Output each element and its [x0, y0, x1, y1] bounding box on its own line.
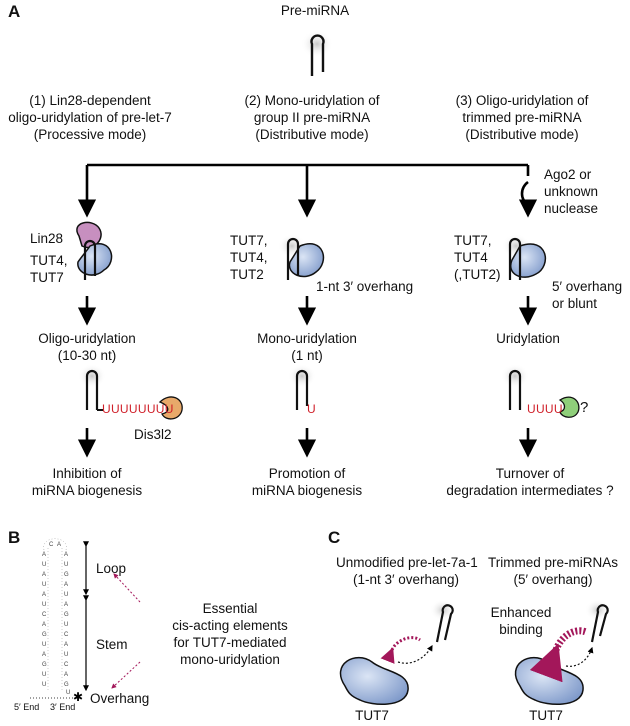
overhang-label: Overhang [90, 691, 150, 706]
svg-text:A: A [42, 652, 46, 658]
svg-text:A: A [57, 542, 61, 548]
col1-process: Oligo-uridylation(10-30 nt) [38, 331, 136, 363]
dis3l2-label: Dis3l2 [134, 427, 172, 442]
svg-text:U: U [64, 592, 68, 598]
svg-text:U: U [64, 562, 68, 568]
svg-text:U: U [64, 622, 68, 628]
lin28-label: Lin28 [30, 231, 64, 246]
svg-text:C: C [49, 542, 54, 548]
svg-text:G: G [64, 612, 69, 618]
svg-text:G: G [64, 572, 69, 578]
svg-text:G: G [64, 682, 69, 688]
svg-text:C: C [64, 632, 69, 638]
svg-text:U: U [66, 690, 70, 696]
svg-text:C: C [64, 662, 69, 668]
tut7-right-icon [514, 656, 584, 705]
panel-label-c: C [328, 528, 341, 547]
svg-text:U: U [42, 582, 46, 588]
mono-uridylated-hairpin-icon [288, 364, 316, 410]
svg-text:A: A [64, 672, 68, 678]
tut-complex-icon-3 [502, 234, 546, 280]
panel-label-a: A [8, 2, 21, 21]
loop-label: Loop [96, 561, 127, 576]
tut7-left-icon [339, 656, 409, 705]
svg-text:U: U [42, 672, 46, 678]
svg-text:A: A [64, 582, 68, 588]
end5-label: 5′ End [14, 702, 40, 712]
lin28-tut-complex-icon [76, 221, 113, 280]
svg-text:U: U [42, 682, 46, 688]
col2-enzymes: TUT7,TUT4,TUT2 [230, 233, 268, 282]
svg-text:A: A [64, 642, 68, 648]
pre-mirna-hairpin-icon [301, 30, 333, 76]
svg-text:U: U [42, 562, 46, 568]
svg-text:G: G [42, 632, 47, 638]
svg-text:C: C [42, 612, 47, 618]
premirna-left-icon [430, 599, 456, 643]
oligo-uridylated-hairpin-icon [78, 364, 106, 411]
col3-process: Uridylation [496, 331, 560, 346]
col3-u-tail: UUUU [527, 402, 563, 416]
col2-u-tail: U [307, 402, 316, 416]
premirna-title: Pre-miRNA [280, 3, 350, 18]
svg-text:U: U [42, 642, 46, 648]
svg-text:A: A [42, 572, 46, 578]
svg-text:✱: ✱ [73, 690, 83, 704]
col2-process: Mono-uridylation(1 nt) [257, 331, 357, 363]
panel-label-b: B [8, 528, 21, 547]
premirna-right-icon [585, 599, 611, 643]
panel-c-right-title: Trimmed pre-miRNAs(5′ overhang) [487, 555, 618, 587]
branch-arrows [77, 163, 528, 214]
col3-enzymes: TUT7,TUT4(,TUT2) [454, 233, 501, 282]
tut7-left-label: TUT7 [355, 708, 389, 723]
end3-label: 3′ End [50, 702, 76, 712]
tut7-right-label: TUT7 [529, 708, 563, 723]
svg-text:A: A [42, 622, 46, 628]
panel-b-brackets [30, 541, 89, 699]
svg-text:G: G [42, 662, 47, 668]
dis3l2-icon [158, 396, 183, 420]
col1-u-tail: UUUUUUUU [102, 402, 174, 416]
svg-text:A: A [42, 552, 46, 558]
svg-text:A: A [64, 552, 68, 558]
col2-overhang: 1-nt 3′ overhang [316, 279, 414, 294]
panel-c-left-title: Unmodified pre-let-7a-1(1-nt 3′ overhang… [336, 555, 478, 587]
col3-question: ? [580, 399, 589, 416]
svg-text:A: A [64, 602, 68, 608]
uridylated-hairpin-icon [501, 364, 529, 410]
svg-text:U: U [42, 602, 46, 608]
svg-text:A: A [42, 592, 46, 598]
svg-text:U: U [64, 652, 68, 658]
stem-label: Stem [96, 637, 128, 652]
nuclease-icon [558, 396, 580, 418]
col1-enzymes: TUT4,TUT7 [30, 253, 68, 285]
tut-complex-icon-2 [278, 234, 325, 280]
